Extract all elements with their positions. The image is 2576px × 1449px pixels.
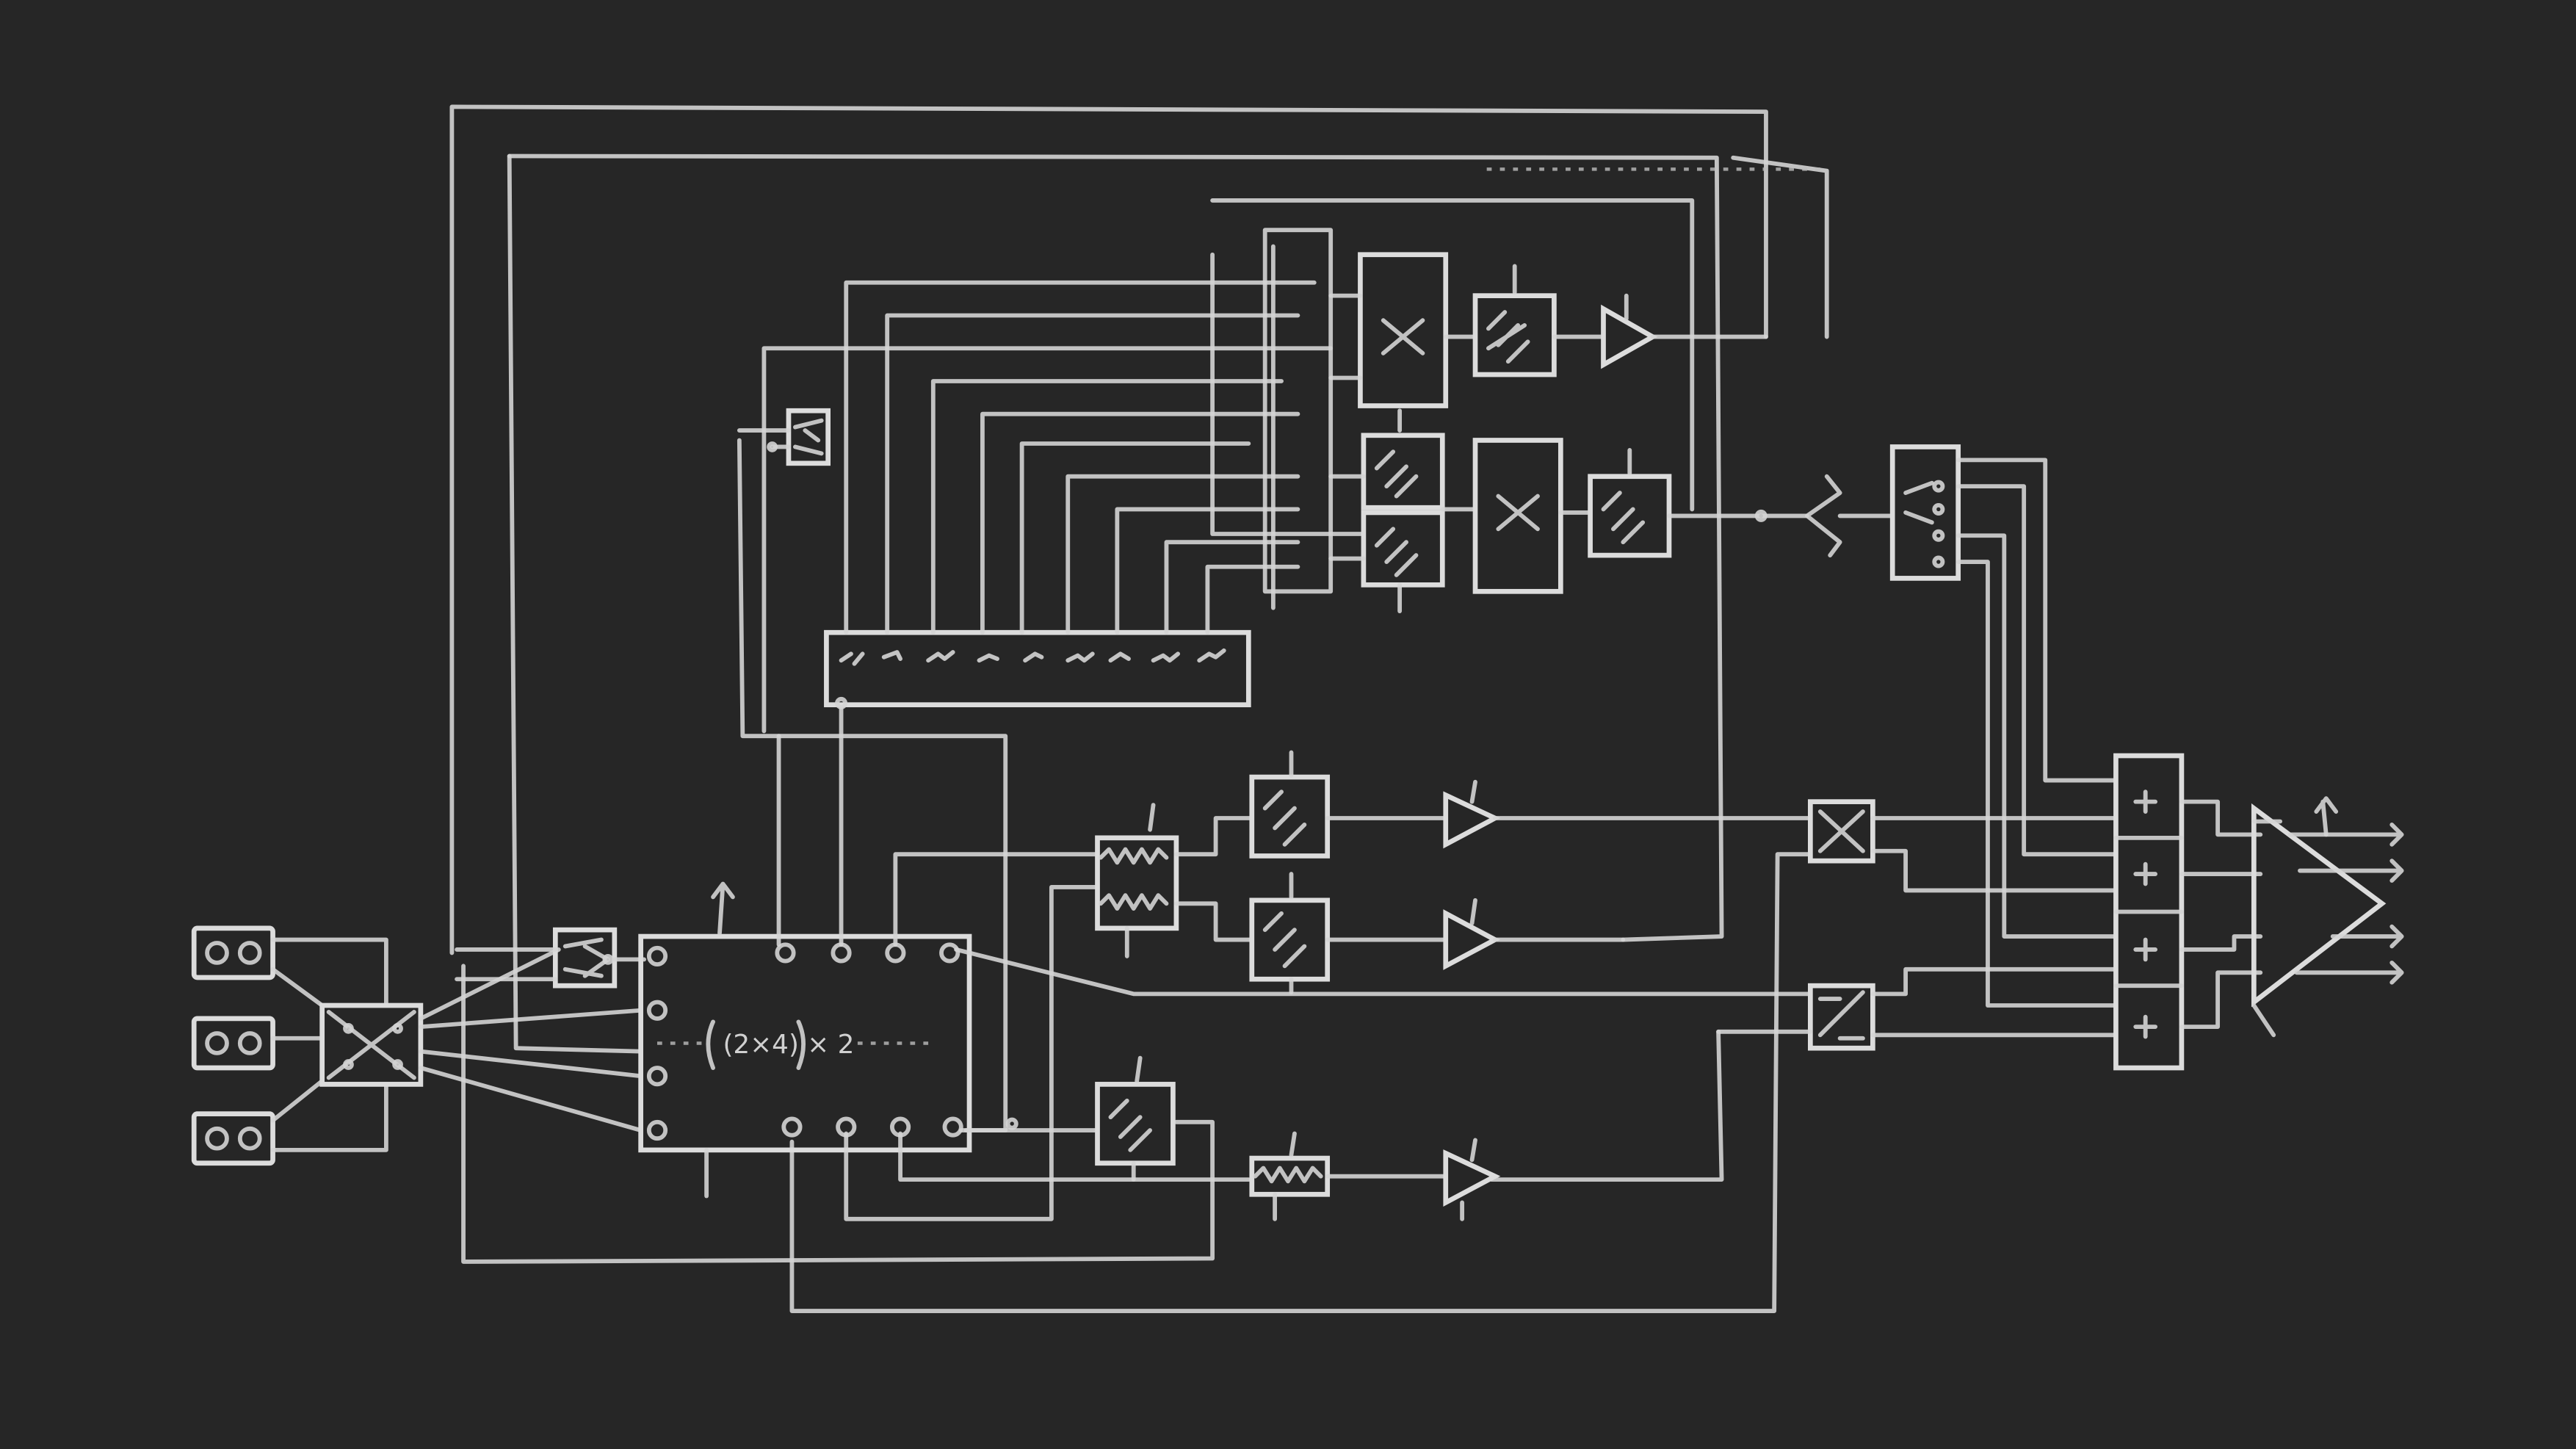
- bus-selector-icon: [737, 408, 831, 466]
- sequencer-bar: [824, 629, 1251, 709]
- upper-selector-block: [1889, 444, 2119, 1008]
- mid-amp-1: [1443, 779, 1813, 849]
- upper-filter-2: [1588, 448, 1809, 558]
- upper-amp-1: [1601, 293, 1768, 369]
- upper-mixer-2: [1472, 438, 1593, 594]
- summing-bus-icon: [2113, 753, 2263, 1071]
- right-switch-2: [1716, 966, 2119, 1051]
- upper-filter-stack: [1328, 408, 1477, 614]
- mid-resistor-block: [1095, 803, 1254, 958]
- input-knob-pair-2: [191, 1016, 275, 1071]
- input-knob-pair-3: [191, 1111, 275, 1166]
- sequencer-bus-wires: [761, 198, 1695, 734]
- upper-filter-1: [1472, 264, 1606, 377]
- upper-splitter-icon: [1754, 474, 1895, 558]
- mid-amp-2: [1443, 897, 1626, 970]
- right-switch-1: [1807, 799, 2119, 893]
- output-amplifier-icon: [2251, 796, 2404, 1038]
- input-knob-pair-1: [191, 925, 275, 980]
- low-amp: [1443, 1138, 1501, 1221]
- input-wires: [270, 937, 388, 1152]
- upper-mixer-1: [1328, 252, 1477, 408]
- central-unit-label: (2×4) × 2: [723, 1030, 854, 1060]
- mid-filter-1: [1249, 750, 1448, 859]
- feedback-wires: [449, 104, 1829, 1314]
- input-selector-icon: [455, 927, 647, 989]
- central-unit: (2×4) × 2: [638, 704, 1813, 1221]
- low-resistor: [1249, 1131, 1448, 1221]
- low-filter: [1005, 1055, 1176, 1182]
- crossbar-switch-icon: [319, 947, 643, 1132]
- mid-filter-2: [1249, 872, 1448, 995]
